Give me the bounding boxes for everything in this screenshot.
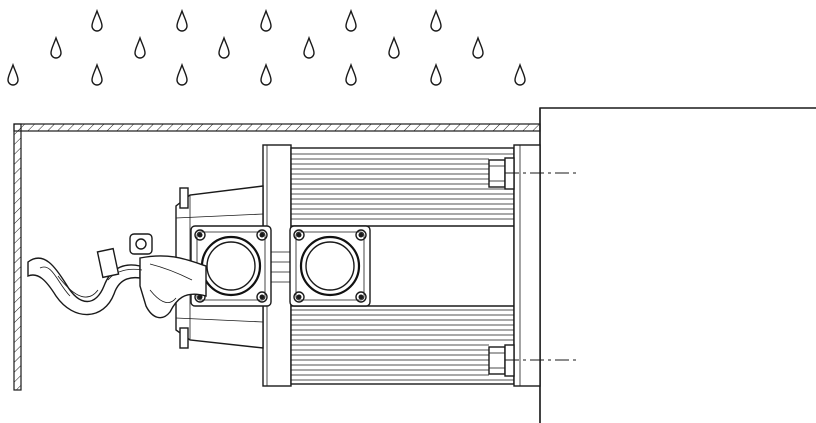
water-drop-icon bbox=[430, 10, 442, 32]
water-drop-icon bbox=[7, 64, 19, 86]
water-drop-icon bbox=[91, 64, 103, 86]
encoder-connector bbox=[190, 225, 272, 307]
water-drop-icon bbox=[176, 64, 188, 86]
cooling-fins-top bbox=[291, 153, 514, 220]
water-drop-icon bbox=[218, 37, 230, 59]
enclosure-top-wall bbox=[13, 123, 541, 132]
water-drop-icon bbox=[388, 37, 400, 59]
water-drop-icon bbox=[91, 10, 103, 32]
connectors bbox=[190, 225, 371, 307]
water-drop-icon bbox=[303, 37, 315, 59]
water-drop-icon bbox=[50, 37, 62, 59]
water-drop-icon bbox=[472, 37, 484, 59]
water-drop-icon bbox=[430, 64, 442, 86]
water-drops bbox=[7, 10, 526, 86]
mounting-plate bbox=[539, 107, 816, 423]
drip-loop-cable bbox=[27, 233, 207, 319]
power-connector bbox=[289, 225, 371, 307]
water-drop-icon bbox=[260, 64, 272, 86]
water-drop-icon bbox=[134, 37, 146, 59]
water-drop-icon bbox=[514, 64, 526, 86]
water-drop-icon bbox=[260, 10, 272, 32]
water-drop-icon bbox=[176, 10, 188, 32]
enclosure-left-wall bbox=[13, 123, 22, 391]
water-drop-icon bbox=[345, 64, 357, 86]
water-drop-icon bbox=[345, 10, 357, 32]
cooling-fins-bottom bbox=[291, 309, 514, 381]
